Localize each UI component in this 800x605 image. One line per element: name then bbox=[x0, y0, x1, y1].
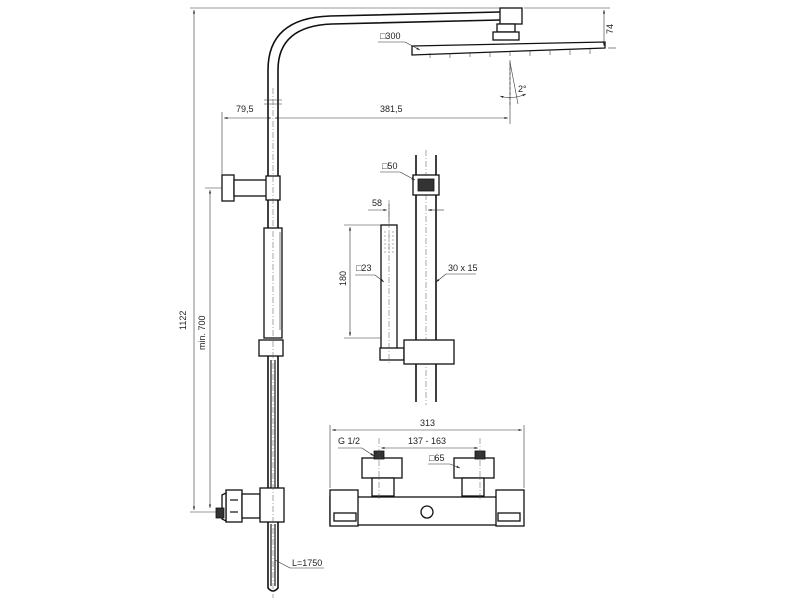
dim-137-163: 137 - 163 bbox=[408, 436, 446, 446]
detail-thermostat bbox=[329, 438, 525, 527]
dim-79-5: 79,5 bbox=[236, 104, 254, 114]
dim-50: □50 bbox=[382, 161, 397, 171]
dim-min-700: min. 700 bbox=[197, 315, 207, 350]
dim-23: □23 bbox=[356, 263, 371, 273]
dim-30x15: 30 x 15 bbox=[448, 263, 478, 273]
dim-180: 180 bbox=[338, 271, 348, 286]
dim-2-deg: 2° bbox=[518, 84, 527, 94]
dim-381-5: 381,5 bbox=[380, 104, 403, 114]
dim-65: □65 bbox=[429, 453, 444, 463]
rain-shower-head bbox=[411, 41, 606, 56]
dim-l-1750: L=1750 bbox=[292, 558, 322, 568]
dim-58: 58 bbox=[372, 198, 382, 208]
shower-column bbox=[215, 7, 606, 598]
detail-hand-shower bbox=[379, 150, 455, 405]
dim-74: 74 bbox=[605, 24, 615, 34]
dim-313: 313 bbox=[420, 418, 435, 428]
dim-1122: 1122 bbox=[178, 311, 188, 330]
dim-g-1-2: G 1/2 bbox=[338, 436, 360, 446]
dim-300: □300 bbox=[380, 31, 400, 41]
